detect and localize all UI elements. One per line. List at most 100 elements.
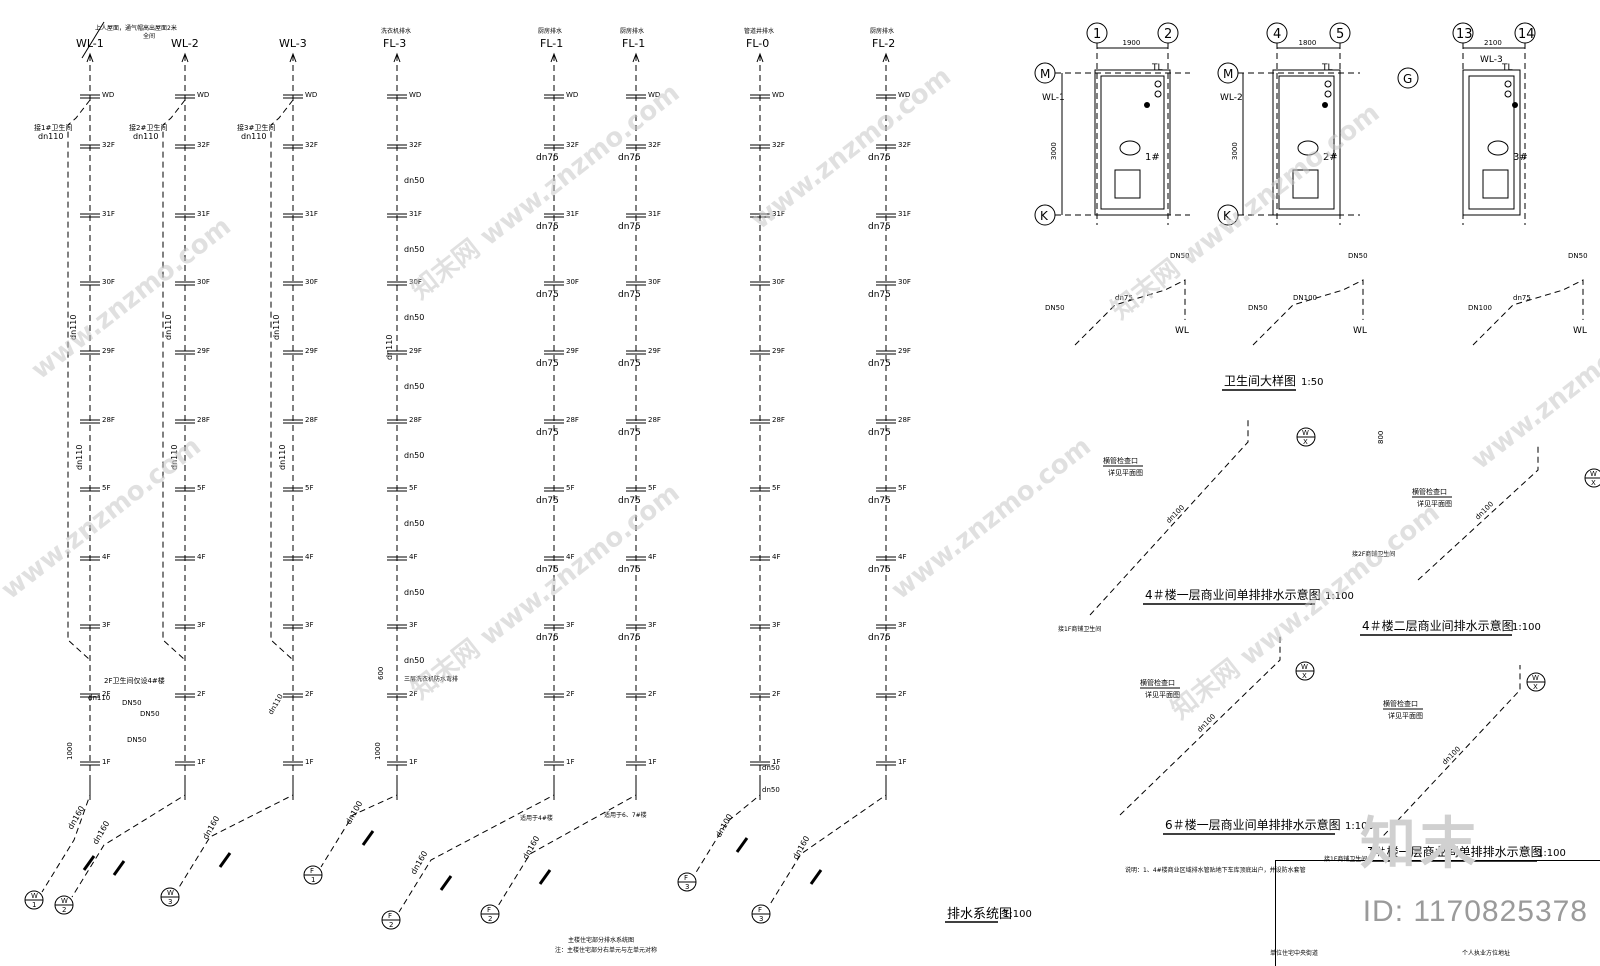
dn75-label: dn75 — [618, 153, 641, 163]
outlet-pipe — [177, 780, 294, 890]
outlet-letter: F — [388, 912, 392, 920]
floor-label: 32F — [772, 141, 785, 149]
check-port-label: 横管检查口 — [1103, 456, 1138, 465]
floor-label: 29F — [898, 347, 911, 355]
toilet-wall — [1272, 69, 1341, 216]
floor-label: 4F — [566, 553, 574, 561]
dn50-label: dn50 — [762, 764, 780, 772]
iso-branch — [1472, 279, 1584, 346]
floor-label: 3F — [102, 621, 110, 629]
pipe-size-vertical: dn110 — [170, 445, 179, 470]
stack-icon — [1324, 80, 1332, 88]
outlet-number: 2 — [488, 915, 492, 923]
floor-label: 32F — [648, 141, 661, 149]
riser-id: WL-3 — [279, 37, 307, 50]
floor-label: 31F — [648, 210, 661, 218]
stack-icon — [1504, 90, 1512, 98]
floor-label: 32F — [409, 141, 422, 149]
branch-label: 接2#卫生间 — [129, 123, 167, 132]
scheme-pipe — [1369, 665, 1521, 851]
axis-label: 4 — [1273, 27, 1281, 42]
iso-size: DN100 — [1468, 304, 1492, 312]
dn50-label: DN50 — [122, 699, 142, 707]
floor-label: 29F — [197, 347, 210, 355]
floor-label: 3F — [648, 621, 656, 629]
vent-cap-icon — [632, 52, 640, 63]
grid-bubble — [1397, 67, 1419, 89]
toilet-wall-inner — [1468, 75, 1515, 210]
floor-label: 30F — [566, 278, 579, 286]
floor-label: 30F — [409, 278, 422, 286]
watermark-site: 知末网 www.znzmo.com — [406, 478, 686, 706]
riser-caption: 洗衣机排水 — [381, 27, 411, 35]
floor-label: 29F — [409, 347, 422, 355]
branch-label: 接1#卫生间 — [34, 123, 72, 132]
dn75-label: dn75 — [868, 428, 891, 438]
floor-label: WD — [898, 91, 910, 99]
floor-label: 5F — [305, 484, 313, 492]
watermark-logo: 知末 — [1360, 812, 1480, 877]
floor-label: 2F — [409, 690, 417, 698]
riser-id: FL-1 — [622, 37, 645, 50]
outlet-pipe-size: dn100 — [714, 812, 735, 839]
floor-label: 4F — [102, 553, 110, 561]
dn75-label: dn75 — [536, 153, 559, 163]
outlet-pipe-size: dn160 — [66, 804, 87, 831]
floor-label: 29F — [102, 347, 115, 355]
basin-icon — [1292, 169, 1319, 199]
floor-label: 30F — [102, 278, 115, 286]
pipe-tag: WL-2 — [1220, 93, 1243, 103]
axis-label: 5 — [1336, 27, 1344, 42]
connect-label: 接2F商铺卫生间 — [1352, 550, 1395, 558]
pipe-size-vertical: dn110 — [75, 445, 84, 470]
marker-bottom: X — [1303, 438, 1308, 446]
dn75-label: dn75 — [536, 496, 559, 506]
floor-label: 1F — [409, 758, 417, 766]
dn50-label: dn50 — [762, 786, 780, 794]
scheme-pipe-size: dn100 — [1441, 745, 1462, 766]
scheme-pipe — [1089, 417, 1249, 616]
dn50-label: dn50 — [404, 382, 424, 391]
dn50-label: dn50 — [404, 588, 424, 597]
iso-branch — [1074, 279, 1186, 346]
wl-tag: WL — [1175, 326, 1189, 336]
floor-label: 29F — [566, 347, 579, 355]
outlet-pipe-size: dn100 — [344, 799, 365, 826]
scheme-title: 6＃楼一层商业间单排排水示意图 — [1165, 817, 1341, 832]
wall-hatch — [439, 875, 453, 891]
dn110-label: dn110 — [88, 694, 110, 702]
vent-cap-icon — [289, 52, 297, 63]
see-plan-label: 详见平面图 — [1108, 468, 1143, 477]
floor-label: 1F — [102, 758, 110, 766]
dn75-label: dn75 — [536, 428, 559, 438]
outlet-number: 3 — [168, 898, 172, 906]
riser-id: FL-3 — [383, 37, 406, 50]
dn75-label: dn75 — [618, 428, 641, 438]
floor-label: 1F — [197, 758, 205, 766]
watermark-id: ID: 1170825378 — [1362, 895, 1588, 928]
floor-label: 2F — [648, 690, 656, 698]
floor-label: 31F — [409, 210, 422, 218]
riser-caption: 管道井排水 — [744, 27, 774, 35]
iso-size: DN50 — [1568, 252, 1588, 260]
pipe-tag: TL — [1501, 63, 1513, 73]
marker-top: W — [1301, 663, 1308, 671]
floor-label: 3F — [898, 621, 906, 629]
dn50-label: dn50 — [404, 451, 424, 460]
wall-hatch — [809, 869, 823, 885]
dn75-label: dn75 — [868, 222, 891, 232]
floor-label: 1F — [772, 758, 780, 766]
floor-label: 29F — [305, 347, 318, 355]
row-label: M — [1040, 67, 1050, 81]
outlet-pipe — [71, 780, 186, 898]
check-port-label: 横管检查口 — [1383, 699, 1418, 708]
floor-label: WD — [197, 91, 209, 99]
riser-id: WL-1 — [76, 37, 104, 50]
outlet-letter: W — [167, 889, 174, 897]
wall-hatch — [112, 860, 126, 876]
connect-label: 接1F商铺卫生间 — [1324, 855, 1367, 863]
connect-label: 接1F商铺卫生间 — [1058, 625, 1101, 633]
floor-label: 3F — [566, 621, 574, 629]
dn75-label: dn75 — [618, 496, 641, 506]
